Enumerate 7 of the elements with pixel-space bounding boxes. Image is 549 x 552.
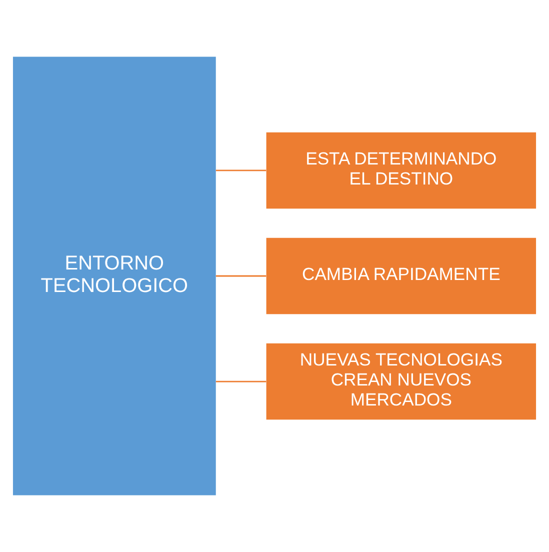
node-box: ESTA DETERMINANDO EL DESTINO (266, 132, 536, 209)
node-box: CAMBIA RAPIDAMENTE (266, 238, 536, 314)
connector (216, 380, 266, 382)
node-box: NUEVAS TECNOLOGIAS CREAN NUEVOS MERCADOS (266, 343, 536, 420)
node-box: ENTORNO TECNOLOGICO (12, 56, 216, 496)
connector (216, 170, 266, 172)
connector (216, 275, 266, 277)
